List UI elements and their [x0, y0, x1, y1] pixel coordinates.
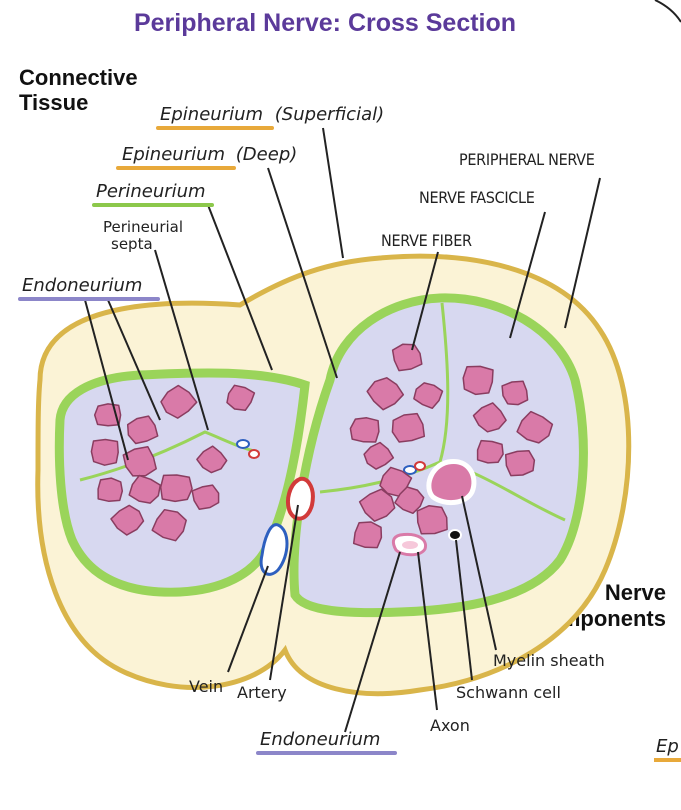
diagram-title: Peripheral Nerve: Cross Section	[134, 9, 516, 37]
label-vein: Vein	[189, 677, 223, 696]
nerve-components-heading: Nerve	[605, 580, 666, 605]
connective-tissue-heading-line2: Tissue	[19, 90, 88, 115]
endoneurium-bottom-text: Endoneurium	[260, 729, 380, 750]
epineurium-superficial-suffix: (Superficial)	[275, 104, 384, 125]
axon-blob	[128, 474, 162, 504]
small-artery-right	[414, 461, 426, 471]
small-vein-left	[236, 439, 250, 449]
cropped-arc	[654, 0, 681, 23]
axon-blob	[110, 504, 145, 536]
myelinated-fiber	[426, 459, 477, 506]
label-myelin-sheath: Myelin sheath	[493, 651, 605, 670]
blood-vessels	[236, 439, 426, 576]
artery	[286, 476, 315, 521]
leader-artery	[269, 504, 299, 681]
axon-blob	[358, 488, 396, 522]
leader-lines	[84, 127, 601, 733]
leader-vein	[227, 565, 269, 673]
highlighted-fibers	[391, 459, 477, 557]
axon-blob	[363, 441, 395, 470]
axon-blob	[394, 486, 425, 515]
label-nerve-fascicle: NERVE FASCICLE	[419, 188, 535, 207]
axon-blob	[196, 445, 228, 474]
leader-peripheral-nerve	[564, 177, 601, 329]
svg-text:Epineurium (Superficial): Epineurium (Superficial)	[160, 104, 384, 125]
small-vein-right	[403, 465, 417, 475]
label-schwann-cell: Schwann cell	[456, 683, 561, 702]
leader-nerve-fiber	[411, 251, 439, 351]
label-artery: Artery	[237, 683, 287, 702]
axon-blob	[391, 412, 426, 443]
leader-endoneurium-bottom	[344, 551, 401, 733]
epineurium-deep-suffix: (Deep)	[236, 144, 297, 165]
cropped-label-text: Ep	[656, 736, 679, 757]
axon-blob	[391, 343, 423, 372]
axon-blob	[160, 384, 198, 419]
axon-blob	[366, 377, 405, 411]
leader-nerve-fascicle	[509, 211, 546, 339]
leader-myelin-sheath	[461, 495, 497, 651]
schwann-cell-nucleus	[448, 529, 462, 541]
leader-schwann-cell	[455, 539, 473, 681]
axon-highlight-core	[402, 541, 418, 549]
epineurium-superficial-main: Epineurium	[160, 104, 263, 125]
axon-blob	[352, 521, 383, 549]
label-epineurium-superficial: Epineurium (Superficial)	[156, 104, 384, 130]
axon-blob	[191, 484, 220, 510]
label-axon: Axon	[430, 716, 470, 735]
axon-blob	[462, 365, 494, 396]
axon-blob	[226, 384, 256, 412]
axon-blob	[379, 466, 413, 497]
axon-blob	[151, 508, 187, 542]
axon-blob	[413, 382, 444, 410]
axon-blob	[90, 438, 119, 466]
axon-blob	[97, 477, 124, 503]
perineurial-septa-right-a	[438, 302, 450, 463]
nerve-fibers	[90, 343, 554, 549]
axon-blob	[126, 415, 159, 445]
peripheral-nerve	[35, 253, 632, 697]
connective-tissue-heading: Connective	[19, 65, 138, 90]
axon-blob	[472, 402, 507, 433]
leader-epineurium-deep	[267, 167, 338, 379]
label-perineurium: Perineurium	[92, 181, 214, 207]
leader-epineurium-superficial	[322, 127, 344, 259]
axon-blob	[159, 474, 193, 503]
leader-perineurial-septa	[154, 249, 209, 431]
leader-endoneurium-a	[84, 299, 129, 461]
perineurial-septa-right-b	[319, 460, 566, 522]
axon-blob	[476, 439, 504, 464]
axon-blob	[122, 445, 157, 477]
label-peripheral-nerve: PERIPHERAL NERVE	[459, 150, 595, 169]
small-artery-left	[248, 449, 260, 459]
label-nerve-fiber: NERVE FIBER	[381, 231, 472, 250]
leader-perineurium	[207, 204, 273, 371]
axon-blob	[516, 410, 554, 444]
label-endoneurium-top: Endoneurium	[18, 275, 160, 301]
svg-text:Epineurium (Deep): Epineurium (Deep)	[122, 144, 297, 165]
axon-blob	[501, 380, 529, 406]
epineurium-deep-main: Epineurium	[122, 144, 225, 165]
cropped-label: Ep	[654, 736, 681, 762]
perineurium-text: Perineurium	[96, 181, 206, 202]
axon-blob	[504, 449, 536, 477]
axon-blob	[416, 504, 448, 535]
endoneurium-top-text: Endoneurium	[22, 275, 142, 296]
leader-axon	[417, 551, 438, 711]
perineurial-septa-line2: septa	[111, 235, 153, 253]
perineurial-septa-line1: Perineurial	[103, 218, 183, 236]
axon-blob	[349, 417, 380, 443]
label-endoneurium-bottom: Endoneurium	[256, 729, 397, 755]
leader-endoneurium-b	[107, 299, 161, 421]
label-epineurium-deep: Epineurium (Deep)	[116, 144, 297, 170]
